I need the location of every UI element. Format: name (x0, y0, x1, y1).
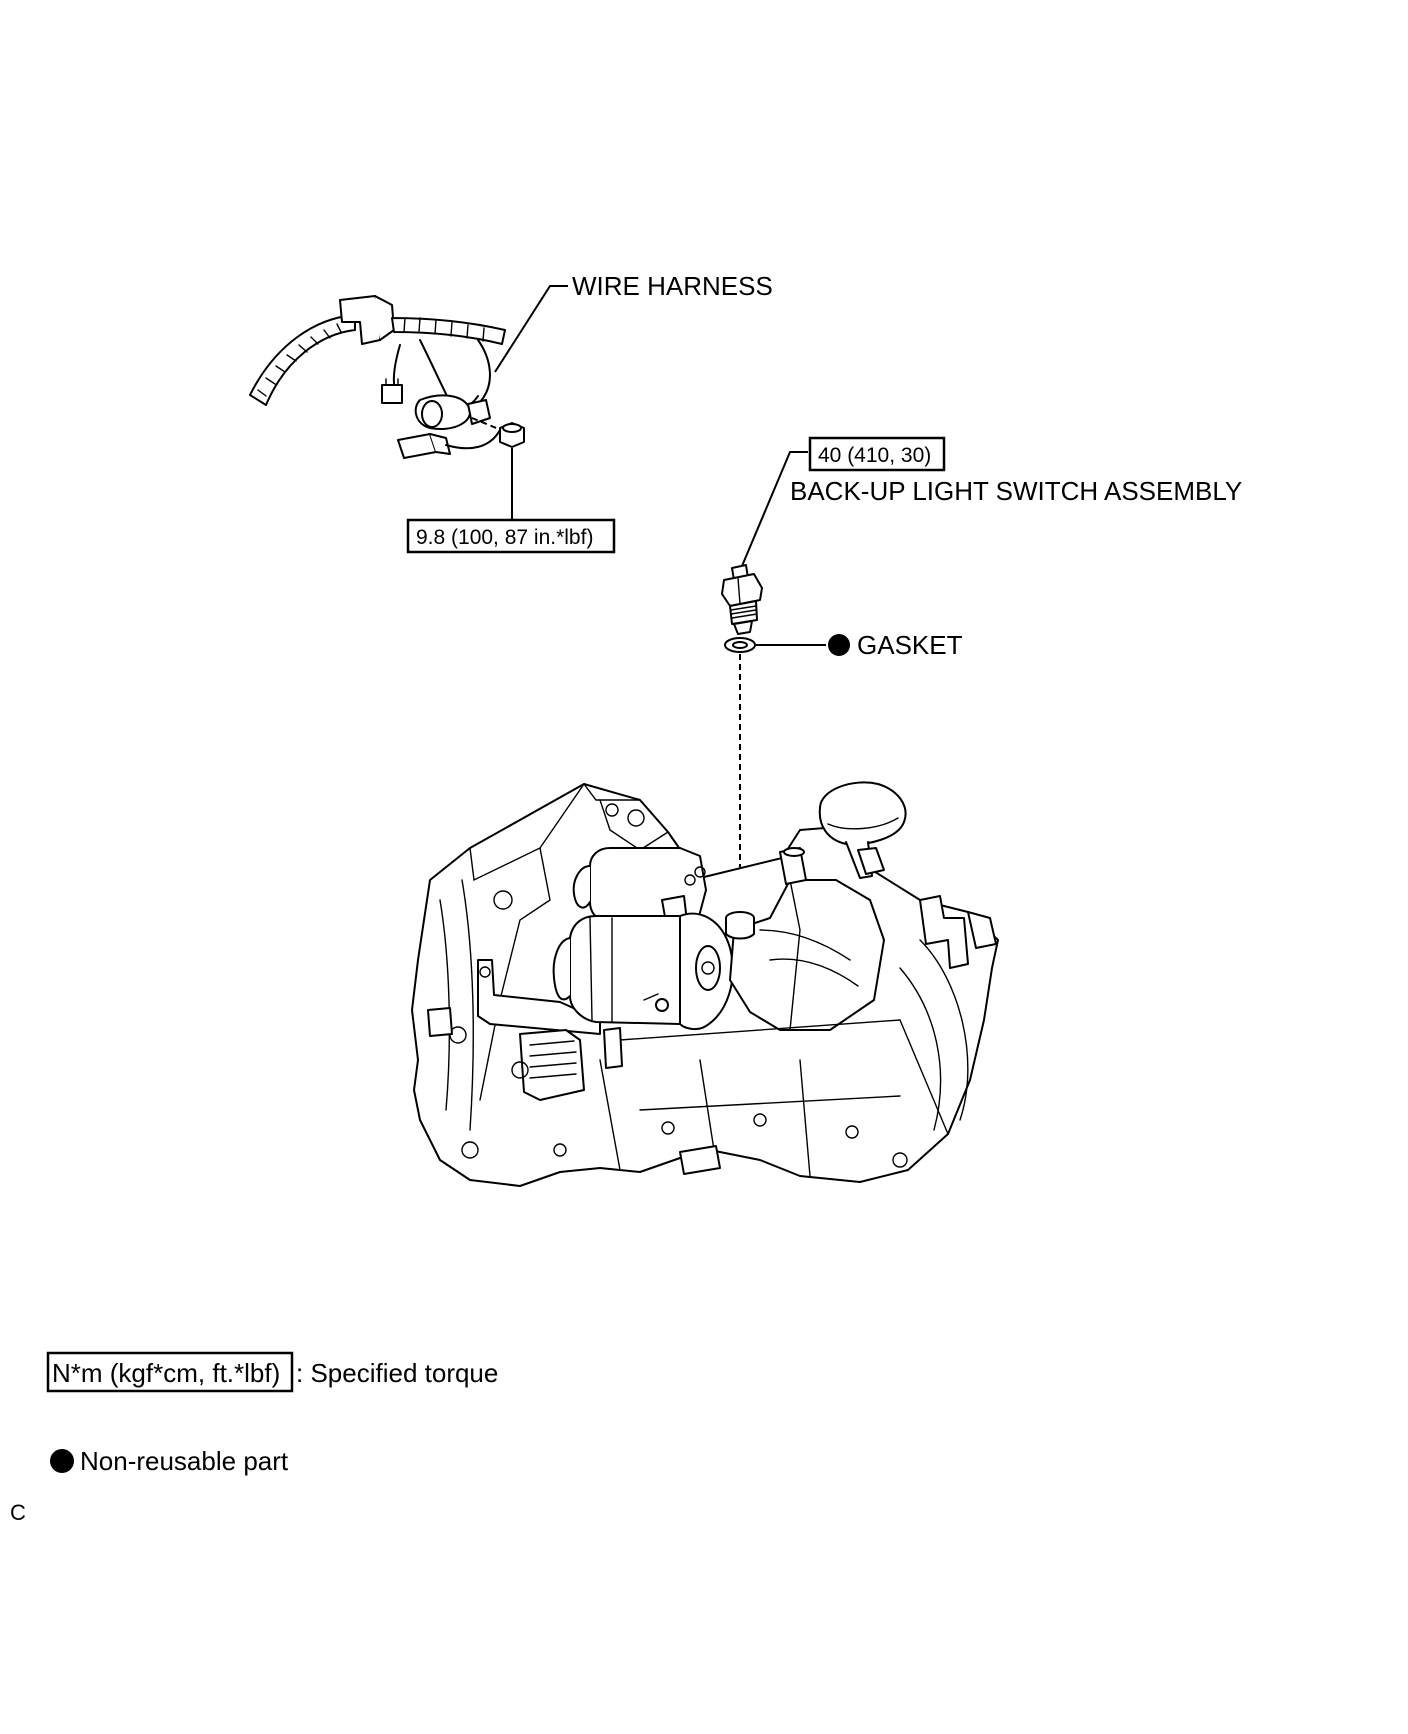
nut-torque-box (406, 518, 616, 554)
legend-torque-desc: : Specified torque (296, 1358, 498, 1388)
legend-torque-box (46, 1351, 294, 1393)
switch-torque-leader (741, 451, 808, 567)
switch-name-label: BACK-UP LIGHT SWITCH ASSEMBLY (790, 476, 1242, 506)
transaxle-drawing (411, 781, 999, 1187)
filled-circle-icon (50, 1449, 74, 1473)
legend-torque-box-label: N*m (kgf*cm, ft.*lbf) (52, 1358, 280, 1388)
corner-mark: C (10, 1500, 26, 1525)
switch-torque-label: 40 (410, 30) (818, 444, 931, 467)
switch-torque-box (808, 436, 946, 472)
wire-harness-label: WIRE HARNESS (572, 271, 773, 301)
back-up-light-switch-drawing (721, 564, 763, 635)
legend-nonreusable-desc: Non-reusable part (80, 1446, 289, 1476)
gasket-label: GASKET (857, 630, 963, 660)
gasket-drawing (724, 637, 756, 653)
nut-torque-label: 9.8 (100, 87 in.*lbf) (416, 526, 593, 549)
filled-circle-icon (828, 634, 850, 656)
wire-harness-drawing (249, 295, 525, 459)
wire-harness-leader (494, 285, 568, 373)
